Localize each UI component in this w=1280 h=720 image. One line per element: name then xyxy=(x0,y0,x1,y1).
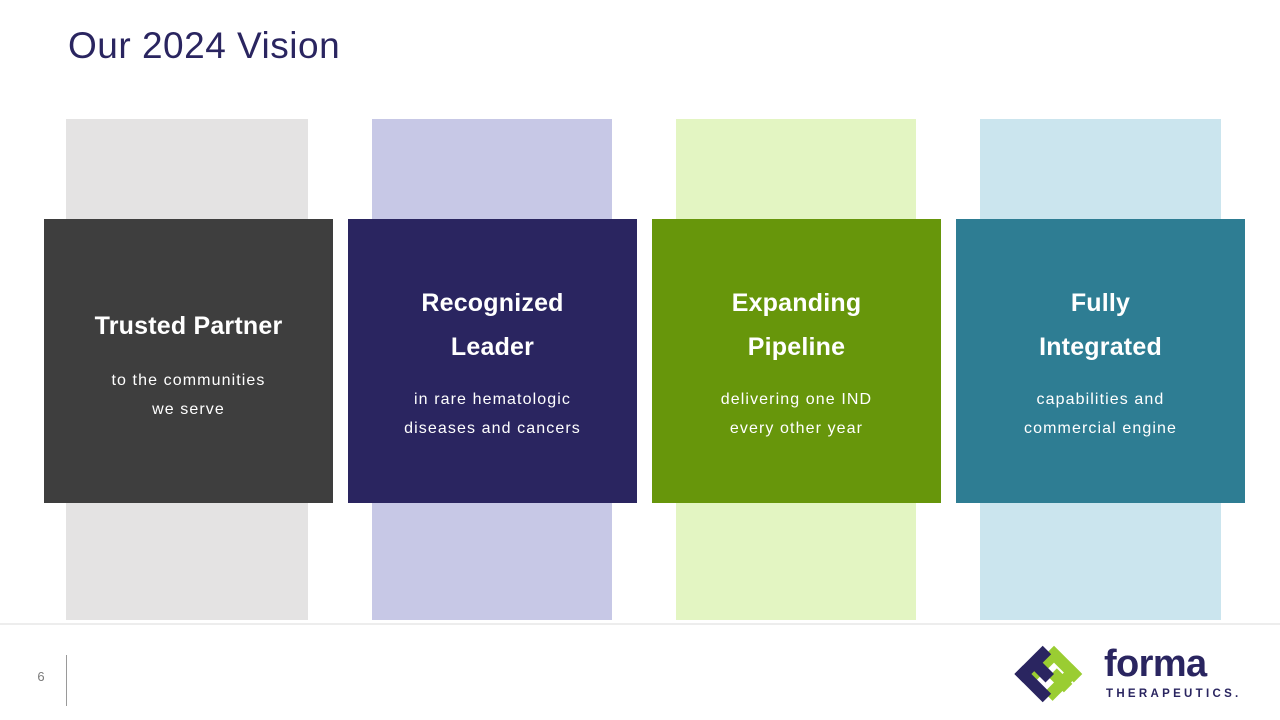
logo-tagline: THERAPEUTICS. xyxy=(1106,688,1242,700)
forma-logo-mark-icon xyxy=(1012,641,1096,707)
pillar-title: Recognized Leader xyxy=(421,289,564,361)
page-number-divider xyxy=(66,655,67,706)
pillar-title: Trusted Partner xyxy=(94,312,283,340)
pillar-subtitle: in rare hematologic diseases and cancers xyxy=(404,391,581,437)
pillar-title: Fully Integrated xyxy=(1039,289,1162,361)
pillar-subtitle: to the communities we serve xyxy=(111,372,266,418)
pillar-card-expanding-pipeline[interactable]: Expanding Pipeline delivering one IND ev… xyxy=(652,219,941,503)
pillar-subtitle: delivering one IND every other year xyxy=(720,391,873,437)
pillar-card-recognized-leader[interactable]: Recognized Leader in rare hematologic di… xyxy=(348,219,637,503)
pillar-title: Expanding Pipeline xyxy=(731,289,862,361)
forma-therapeutics-logo: forma THERAPEUTICS. xyxy=(1012,641,1238,707)
pillar-subtitle: capabilities and commercial engine xyxy=(1024,391,1177,437)
pillar-card-fully-integrated[interactable]: Fully Integrated capabilities and commer… xyxy=(956,219,1245,503)
page-title: Our 2024 Vision xyxy=(68,25,341,66)
pillar-cards: Trusted Partner to the communities we se… xyxy=(0,219,1280,503)
forma-logo-wordmark: forma THERAPEUTICS. xyxy=(1104,641,1238,707)
pillar-card-trusted-partner[interactable]: Trusted Partner to the communities we se… xyxy=(44,219,333,503)
page-number: 6 xyxy=(37,669,45,684)
logo-company-name: forma xyxy=(1104,643,1207,685)
footer-divider-rule xyxy=(0,623,1280,625)
